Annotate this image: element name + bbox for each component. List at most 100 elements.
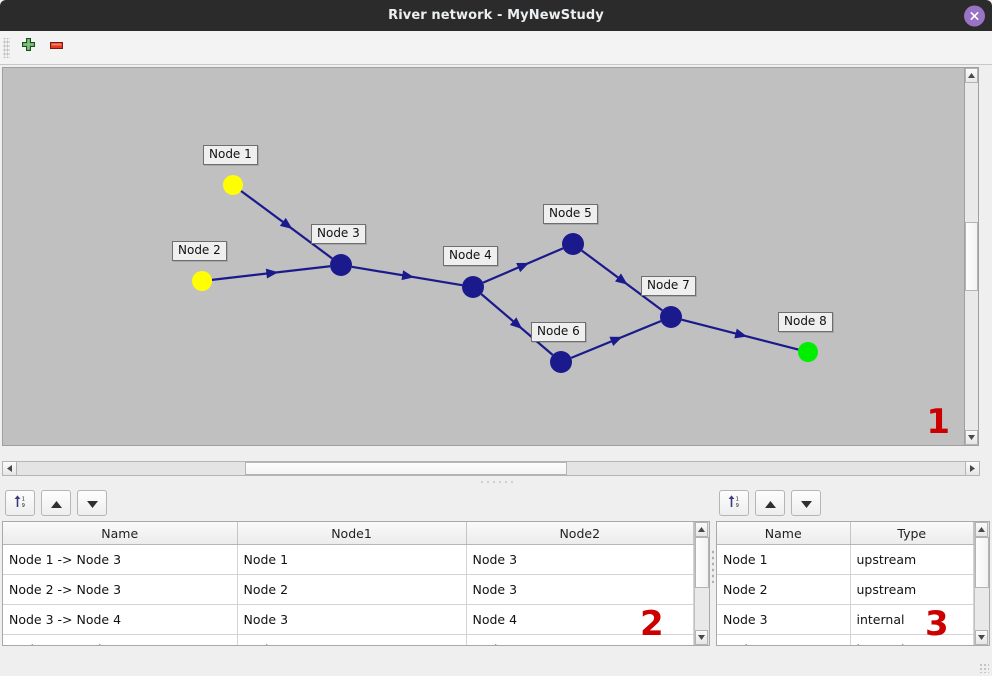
node-move-down-button[interactable] xyxy=(791,490,821,516)
graph-node-label[interactable]: Node 6 xyxy=(531,322,586,342)
reach-move-up-button[interactable] xyxy=(41,490,71,516)
reach-scroll-up-arrow-icon[interactable] xyxy=(695,522,708,537)
scroll-down-arrow-icon[interactable] xyxy=(965,430,978,445)
table-cell[interactable]: upstream xyxy=(850,544,974,575)
graph-node-node-2[interactable] xyxy=(192,271,212,291)
table-cell[interactable]: Node 4 xyxy=(717,634,851,645)
graph-node-label[interactable]: Node 1 xyxy=(203,145,258,165)
table-cell[interactable]: Node 2 xyxy=(717,574,851,605)
table-cell[interactable]: internal xyxy=(850,604,974,635)
column-header-type[interactable]: Type xyxy=(850,522,974,545)
sort-ascending-icon: 1 9 xyxy=(727,494,742,513)
graph-node-node-4[interactable] xyxy=(462,276,484,298)
minus-icon xyxy=(48,37,65,58)
reach-scroll-down-arrow-icon[interactable] xyxy=(695,630,708,645)
remove-node-button[interactable] xyxy=(42,34,70,62)
column-header-name[interactable]: Name xyxy=(717,522,851,545)
node-table-toolbar: 1 9 xyxy=(716,486,990,521)
graph-node-label[interactable]: Node 2 xyxy=(172,241,227,261)
table-cell[interactable]: Node 3 xyxy=(717,604,851,635)
reach-table-vertical-scrollbar[interactable] xyxy=(694,522,709,645)
node-table-vertical-scrollbar[interactable] xyxy=(974,522,989,645)
vertical-splitter[interactable] xyxy=(710,486,716,646)
window-title: River network - MyNewStudy xyxy=(388,8,604,23)
graph-node-label[interactable]: Node 8 xyxy=(778,312,833,332)
table-cell[interactable]: Node 5 xyxy=(466,634,694,645)
resize-grip-icon[interactable] xyxy=(979,663,989,673)
close-icon[interactable] xyxy=(964,5,985,26)
table-cell[interactable]: internal xyxy=(850,634,974,645)
node-scroll-up-arrow-icon[interactable] xyxy=(975,522,988,537)
table-cell[interactable]: Node 4 xyxy=(237,634,467,645)
table-cell[interactable]: Node 3 xyxy=(237,604,467,635)
graph-edge-arrow-icon xyxy=(734,328,748,339)
column-header-node1[interactable]: Node1 xyxy=(237,522,467,545)
table-cell[interactable]: upstream xyxy=(850,574,974,605)
node-vscroll-track[interactable] xyxy=(975,537,989,630)
plus-icon xyxy=(20,37,37,58)
graph-node-label[interactable]: Node 7 xyxy=(641,276,696,296)
horizontal-splitter[interactable] xyxy=(0,476,992,486)
column-header-name[interactable]: Name xyxy=(3,522,238,545)
graph-hscroll-thumb[interactable] xyxy=(244,462,567,475)
graph-vertical-scrollbar[interactable] xyxy=(964,67,979,446)
table-cell[interactable]: Node 1 xyxy=(237,544,467,575)
reach-move-down-button[interactable] xyxy=(77,490,107,516)
graph-node-label[interactable]: Node 5 xyxy=(543,204,598,224)
sort-ascending-icon: 1 9 xyxy=(13,494,28,513)
node-sort-button[interactable]: 1 9 xyxy=(719,490,749,516)
reach-sort-button[interactable]: 1 9 xyxy=(5,490,35,516)
scroll-up-arrow-icon[interactable] xyxy=(965,68,978,83)
node-vscroll-thumb[interactable] xyxy=(975,537,989,589)
table-cell[interactable]: Node 3 xyxy=(466,544,694,575)
column-header-node2[interactable]: Node2 xyxy=(466,522,694,545)
table-cell[interactable]: Node 3 -> Node 4 xyxy=(3,604,238,635)
reach-vscroll-track[interactable] xyxy=(695,537,709,630)
table-cell[interactable]: Node 4 -> Node 5 xyxy=(3,634,238,645)
table-cell[interactable]: Node 2 xyxy=(237,574,467,605)
graph-node-node-5[interactable] xyxy=(562,233,584,255)
graph-vscroll-thumb[interactable] xyxy=(965,221,978,292)
network-graph-canvas[interactable]: Node 1 Node 2 Node 3 Node 4 Node 5 Node 6 Node… xyxy=(2,67,964,446)
graph-node-node-8[interactable] xyxy=(798,342,818,362)
table-cell[interactable]: Node 1 -> Node 3 xyxy=(3,544,238,575)
graph-hscroll-track[interactable] xyxy=(17,461,965,476)
node-move-up-button[interactable] xyxy=(755,490,785,516)
graph-vscroll-track[interactable] xyxy=(965,83,978,430)
scroll-right-arrow-icon[interactable] xyxy=(965,461,980,476)
graph-node-node-1[interactable] xyxy=(223,175,243,195)
graph-edge-arrow-icon xyxy=(609,336,623,347)
table-cell[interactable]: Node 2 -> Node 3 xyxy=(3,574,238,605)
table-cell[interactable]: Node 3 xyxy=(466,574,694,605)
table-row[interactable]: Node 4internal xyxy=(717,634,974,645)
graph-node-label[interactable]: Node 4 xyxy=(443,246,498,266)
table-cell[interactable]: Node 1 xyxy=(717,544,851,575)
scroll-left-arrow-icon[interactable] xyxy=(2,461,17,476)
table-cell[interactable]: Node 4 xyxy=(466,604,694,635)
node-scroll-down-arrow-icon[interactable] xyxy=(975,630,988,645)
graph-edge-arrow-icon xyxy=(265,268,279,279)
toolbar-grip[interactable] xyxy=(3,37,10,58)
graph-node-node-6[interactable] xyxy=(550,351,572,373)
graph-horizontal-scrollbar[interactable] xyxy=(2,461,980,476)
graph-edge-arrow-icon xyxy=(401,270,415,281)
add-node-button[interactable] xyxy=(14,34,42,62)
graph-node-node-7[interactable] xyxy=(660,306,682,328)
reach-vscroll-thumb[interactable] xyxy=(695,537,709,589)
graph-node-label[interactable]: Node 3 xyxy=(311,224,366,244)
graph-node-node-3[interactable] xyxy=(330,254,352,276)
